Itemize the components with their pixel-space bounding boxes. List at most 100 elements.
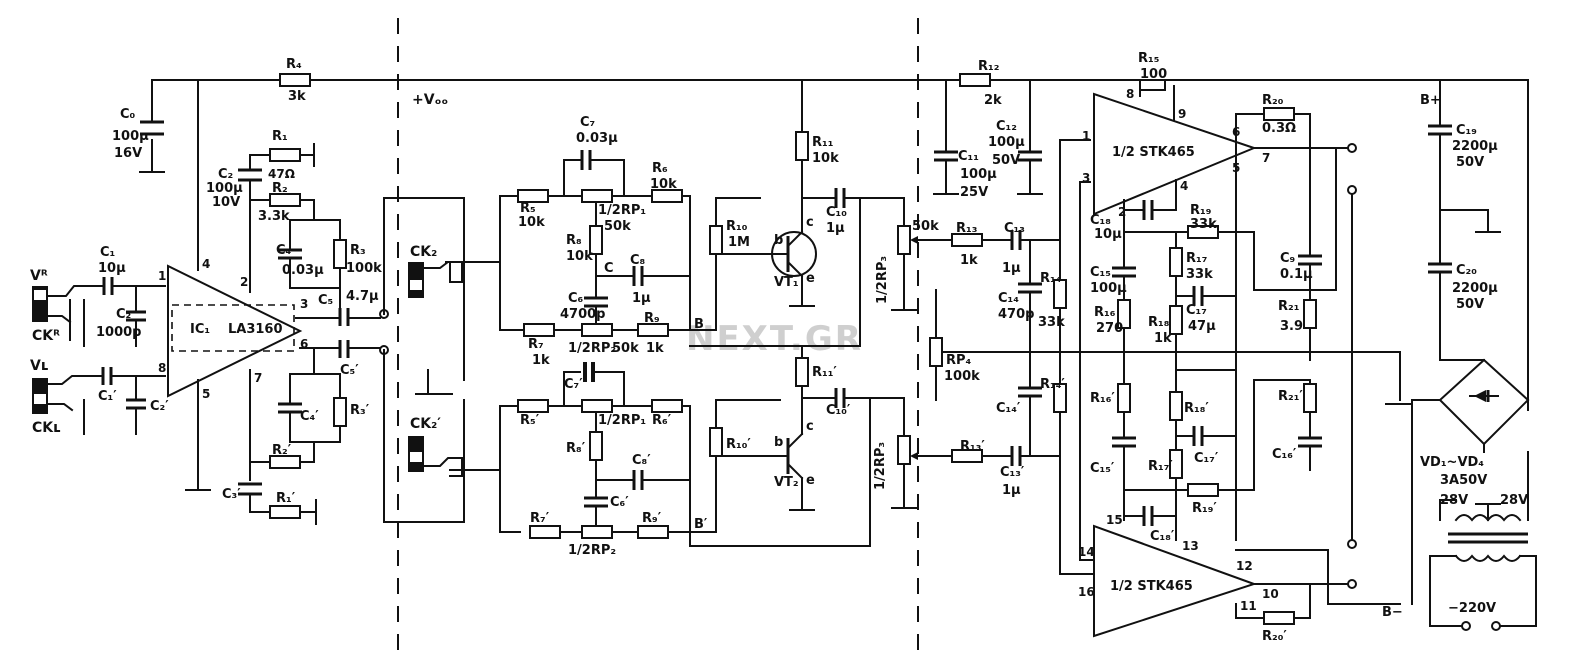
svg-text:1/2RP₁: 1/2RP₁ bbox=[598, 203, 646, 218]
svg-text:1M: 1M bbox=[728, 235, 750, 250]
watermark: NEXT.GR bbox=[686, 319, 863, 359]
svg-text:C₈′: C₈′ bbox=[632, 453, 651, 468]
power-amp-input: R₁₂ 2k C₁₁ 100μ 25V C₁₂ 100μ 50V R₁₃ 1k … bbox=[929, 59, 1413, 575]
svg-text:c: c bbox=[806, 215, 814, 230]
svg-text:R₁₈: R₁₈ bbox=[1148, 315, 1170, 330]
svg-text:1k: 1k bbox=[1154, 331, 1172, 346]
svg-text:1: 1 bbox=[1082, 129, 1090, 143]
svg-text:R₁₁: R₁₁ bbox=[812, 135, 833, 150]
svg-text:2: 2 bbox=[1118, 205, 1126, 219]
feedback-upper: R₁ 47Ω C₂ 100μ 10V R₂ 3.3k C₄ 0.03μ R₃ 1… bbox=[206, 129, 382, 319]
svg-text:R₃: R₃ bbox=[350, 243, 366, 258]
svg-text:50V: 50V bbox=[1456, 297, 1484, 312]
svg-text:2200μ: 2200μ bbox=[1452, 281, 1498, 296]
svg-text:CK₂: CK₂ bbox=[410, 244, 437, 260]
svg-text:10: 10 bbox=[1262, 587, 1279, 601]
svg-text:1/2RP₂: 1/2RP₂ bbox=[568, 543, 616, 558]
svg-text:R₅′: R₅′ bbox=[520, 413, 540, 428]
svg-text:C₃′: C₃′ bbox=[222, 487, 241, 502]
svg-text:11: 11 bbox=[1240, 599, 1257, 613]
svg-text:C₄: C₄ bbox=[276, 243, 292, 258]
svg-text:R₅: R₅ bbox=[520, 201, 536, 216]
ic1-la3160: IC₁ LA3160 1 2 3 4 5 6 7 8 bbox=[158, 257, 308, 491]
svg-text:4: 4 bbox=[1180, 179, 1188, 193]
svg-text:Vʟ: Vʟ bbox=[30, 358, 48, 374]
svg-text:R₁₀′: R₁₀′ bbox=[726, 437, 751, 452]
svg-text:C₁₄′: C₁₄′ bbox=[996, 401, 1021, 416]
svg-text:10k: 10k bbox=[566, 249, 593, 264]
svg-text:0.03μ: 0.03μ bbox=[576, 131, 618, 146]
stk465-lower: 1/2 STK465 14 15 16 13 12 10 11 R₂₀′ B− bbox=[1078, 513, 1403, 644]
svg-text:4: 4 bbox=[202, 257, 210, 271]
svg-text:1k: 1k bbox=[532, 353, 550, 368]
svg-text:C₅′: C₅′ bbox=[340, 363, 359, 378]
svg-text:LA3160: LA3160 bbox=[228, 322, 283, 337]
svg-text:R₉′: R₉′ bbox=[642, 511, 662, 526]
svg-text:1: 1 bbox=[158, 269, 166, 283]
selector-ck2-prime: CK₂′ bbox=[383, 349, 501, 523]
capacitor-c0: C₀ 100μ 16V bbox=[112, 107, 164, 161]
svg-text:C₇′: C₇′ bbox=[564, 377, 583, 392]
svg-text:C₂: C₂ bbox=[116, 307, 131, 322]
svg-text:R₈: R₈ bbox=[566, 233, 582, 248]
svg-text:C₁₀′: C₁₀′ bbox=[826, 403, 851, 418]
svg-text:e: e bbox=[806, 271, 815, 286]
svg-text:1/2 STK465: 1/2 STK465 bbox=[1110, 579, 1193, 594]
svg-text:1k: 1k bbox=[960, 253, 978, 268]
svg-text:1/2RP₂: 1/2RP₂ bbox=[568, 341, 616, 356]
svg-text:R₇′: R₇′ bbox=[530, 511, 550, 526]
svg-text:25V: 25V bbox=[960, 185, 988, 200]
svg-text:C₁₉: C₁₉ bbox=[1456, 123, 1477, 138]
svg-text:C: C bbox=[604, 261, 614, 276]
svg-text:0.03μ: 0.03μ bbox=[282, 263, 324, 278]
svg-text:1/2RP₃: 1/2RP₃ bbox=[873, 442, 888, 490]
svg-text:R₇: R₇ bbox=[528, 337, 544, 352]
svg-text:R₂₁: R₂₁ bbox=[1278, 299, 1299, 314]
svg-text:3.3k: 3.3k bbox=[258, 209, 290, 224]
svg-text:R₁₆′: R₁₆′ bbox=[1090, 391, 1115, 406]
svg-text:50V: 50V bbox=[1456, 155, 1484, 170]
selector-ck2: CK₂ bbox=[383, 197, 501, 381]
svg-text:C₁₁: C₁₁ bbox=[958, 149, 979, 164]
svg-text:R₂₀′: R₂₀′ bbox=[1262, 629, 1287, 644]
svg-text:B: B bbox=[694, 317, 704, 332]
svg-text:100μ: 100μ bbox=[960, 167, 997, 182]
svg-text:C₁₇: C₁₇ bbox=[1186, 303, 1207, 318]
svg-text:CK₂′: CK₂′ bbox=[410, 416, 441, 432]
tone-control-lower: C₇′ R₅′ 1/2RP₁ R₆′ R₈′ C₆′ C₈′ R₇′ 1/2RP… bbox=[499, 362, 708, 558]
svg-text:R₁₄: R₁₄ bbox=[1040, 271, 1062, 286]
stk465-upper: 1/2 STK465 1 2 3 4 5 6 7 8 9 R₁₅ 100 R₂₀… bbox=[1079, 51, 1357, 561]
supply-rail bbox=[139, 79, 1529, 411]
svg-text:9: 9 bbox=[1178, 107, 1186, 121]
svg-text:b: b bbox=[774, 233, 783, 248]
svg-text:R₁₇′: R₁₇′ bbox=[1148, 459, 1173, 474]
svg-text:R₂₀: R₂₀ bbox=[1262, 93, 1284, 108]
svg-text:C₁₄: C₁₄ bbox=[998, 291, 1019, 306]
svg-text:R₁₀: R₁₀ bbox=[726, 219, 748, 234]
svg-text:16: 16 bbox=[1078, 585, 1095, 599]
svg-text:R₁₉′: R₁₉′ bbox=[1192, 501, 1217, 516]
svg-text:10k: 10k bbox=[518, 215, 545, 230]
svg-text:C₁₃: C₁₃ bbox=[1004, 221, 1025, 236]
capacitor-c5: C₅ 4.7μ bbox=[299, 289, 389, 326]
svg-text:100μ: 100μ bbox=[206, 181, 243, 196]
svg-text:R₁′: R₁′ bbox=[276, 491, 296, 506]
power-supply: B+ C₁₉ 2200μ 50V C₂₀ 2200μ 50V VD₁~VD₄ 3… bbox=[1411, 79, 1537, 631]
svg-text:C₁₅′: C₁₅′ bbox=[1090, 461, 1115, 476]
svg-text:1μ: 1μ bbox=[826, 221, 845, 236]
svg-text:7: 7 bbox=[1262, 151, 1270, 165]
svg-text:4700p: 4700p bbox=[560, 307, 606, 322]
svg-text:10k: 10k bbox=[650, 177, 677, 192]
svg-text:C₁₆′: C₁₆′ bbox=[1272, 447, 1297, 462]
svg-text:2: 2 bbox=[240, 275, 248, 289]
svg-text:R₁₉: R₁₉ bbox=[1190, 203, 1212, 218]
svg-text:R₁₁′: R₁₁′ bbox=[812, 365, 837, 380]
svg-text:R₄: R₄ bbox=[286, 57, 302, 72]
svg-text:B−: B− bbox=[1382, 605, 1403, 620]
svg-text:270: 270 bbox=[1096, 321, 1123, 336]
svg-text:16V: 16V bbox=[114, 146, 142, 161]
svg-text:C₂′: C₂′ bbox=[150, 399, 169, 414]
svg-text:47μ: 47μ bbox=[1188, 319, 1216, 334]
svg-text:3: 3 bbox=[300, 297, 308, 311]
